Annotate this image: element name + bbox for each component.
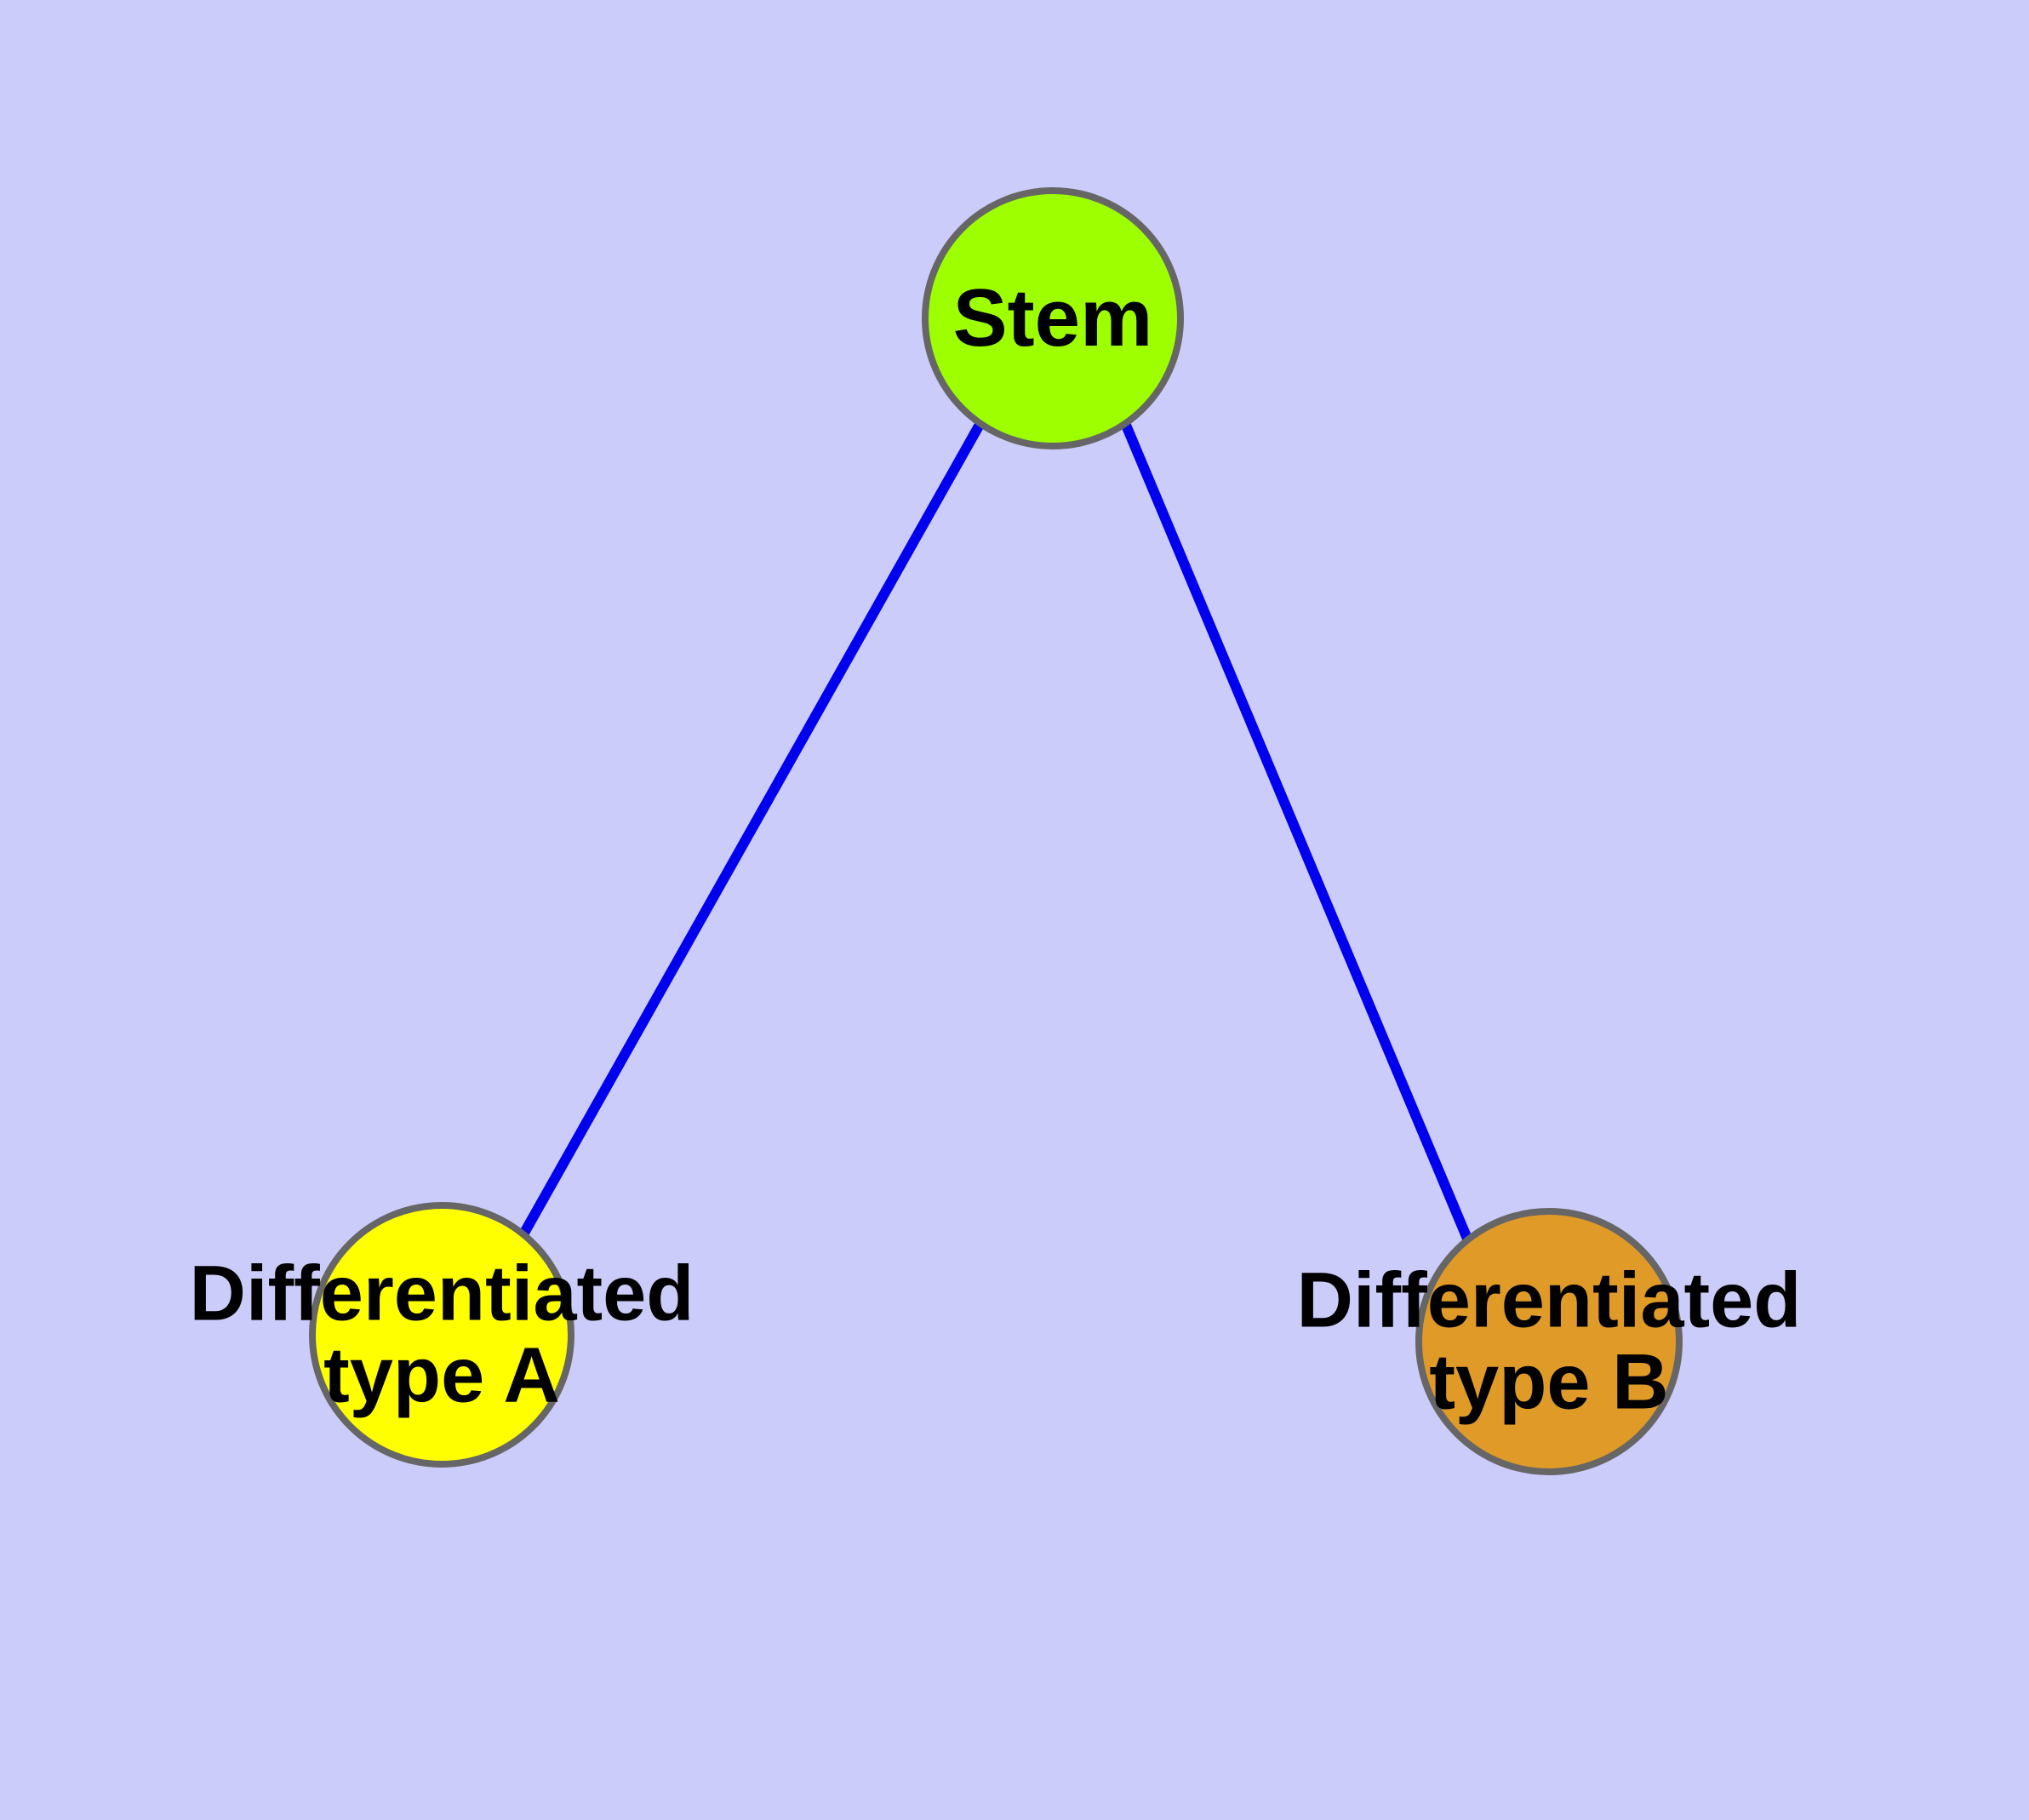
node-diff_b[interactable] [1415,1208,1683,1475]
edge-stem-to-diff_b[interactable] [1120,421,1472,1241]
nodes-layer [309,187,1683,1475]
node-diff_a[interactable] [309,1202,574,1468]
edge-stem-to-diff_a[interactable] [518,421,986,1237]
node-stem[interactable] [922,187,1184,449]
edges-layer [518,421,1472,1241]
